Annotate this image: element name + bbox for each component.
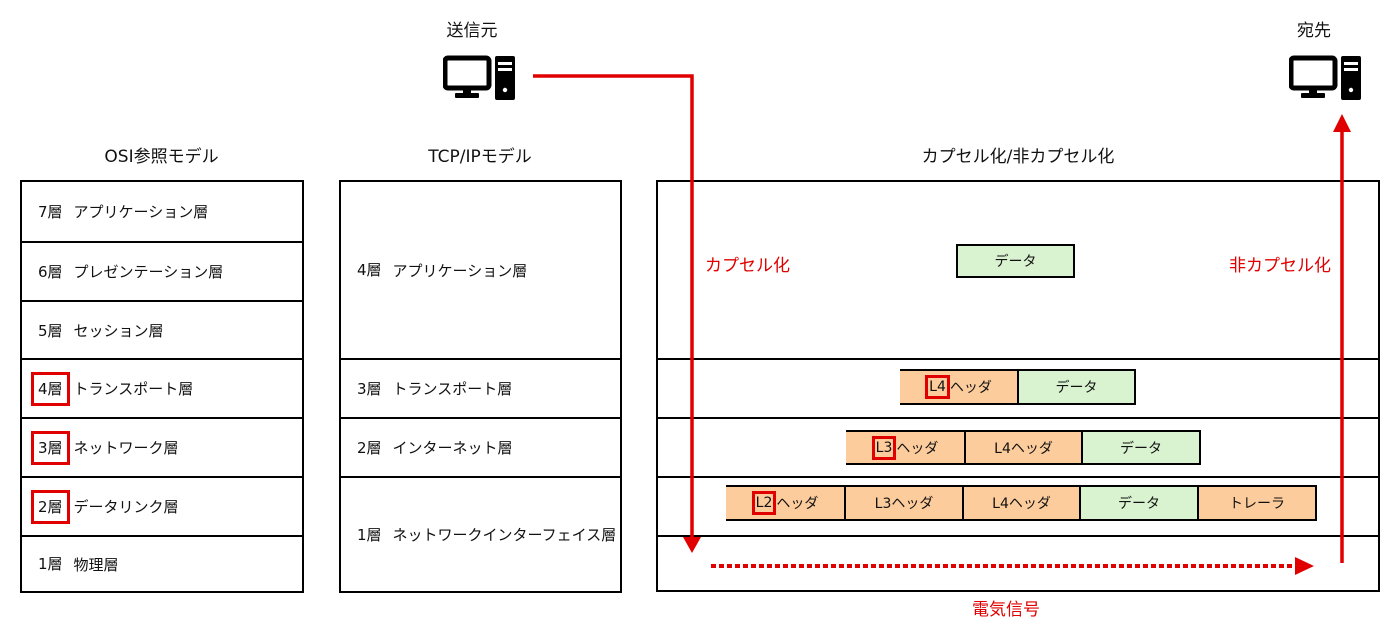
tcpip-layer-name: ネットワークインターフェイス層 [392, 526, 617, 544]
header-layer-highlight: L4 [925, 375, 950, 399]
tcpip-layer-number: 4層 [357, 261, 382, 279]
osi-layer-number-highlighted: 2層 [31, 489, 70, 524]
encap-row-internet [658, 417, 1378, 476]
encap-row-datalink [658, 476, 1378, 535]
encap-row-transport [658, 358, 1378, 417]
encapsulation-title: カプセル化/非カプセル化 [921, 147, 1115, 167]
osi-layer-name: セッション層 [73, 322, 164, 340]
osi-row-1: 1層 物理層 [22, 535, 302, 591]
tcpip-title: TCP/IPモデル [428, 147, 532, 167]
tcpip-layer-number: 2層 [357, 438, 382, 457]
segment-text: L4ヘッダ [994, 440, 1053, 457]
encapsulate-label: カプセル化 [705, 256, 790, 276]
osi-layer-name: プレゼンテーション層 [73, 263, 224, 281]
osi-row-5: 5層 セッション層 [22, 300, 302, 359]
osi-title: OSI参照モデル [104, 147, 219, 167]
osi-row-2: 2層 データリンク層 [22, 476, 302, 535]
pdu-frame-l4-header: L4ヘッダ [964, 485, 1081, 521]
segment-text: ヘッダ [776, 496, 819, 512]
osi-layer-number-highlighted: 4層 [31, 371, 70, 406]
decapsulation-arrowhead [1333, 114, 1351, 132]
destination-computer-icon [1289, 55, 1361, 100]
pdu-frame-data: データ [1081, 485, 1199, 521]
segment-text: データ [1055, 380, 1098, 396]
encap-row-physical [658, 535, 1378, 590]
segment-text: データ [994, 254, 1037, 270]
destination-label: 宛先 [1297, 21, 1331, 41]
tcpip-layer-name: トランスポート層 [392, 380, 513, 398]
tcpip-row-1: 1層 ネットワークインターフェイス層 [341, 476, 620, 591]
tcpip-row-3: 3層 トランスポート層 [341, 358, 620, 417]
source-label: 送信元 [446, 21, 498, 41]
source-computer-icon [443, 55, 515, 100]
osi-table: 7層 アプリケーション層 6層 プレゼンテーション層 5層 セッション層 4層 … [20, 180, 304, 593]
osi-row-7: 7層 アプリケーション層 [22, 182, 302, 241]
osi-row-3: 3層 ネットワーク層 [22, 417, 302, 476]
osi-layer-number: 6層 [38, 262, 63, 281]
segment-text: L4ヘッダ [992, 496, 1051, 512]
osi-layer-number: 1層 [38, 555, 63, 573]
segment-text: トレーラ [1229, 496, 1285, 512]
tcpip-layer-name: アプリケーション層 [392, 261, 528, 280]
osi-layer-number: 5層 [38, 321, 63, 340]
pdu-frame-l3-header: L3ヘッダ [846, 485, 964, 521]
segment-text: データ [1120, 440, 1162, 457]
osi-layer-number-highlighted: 3層 [31, 430, 70, 465]
pdu-app-data: データ [956, 244, 1075, 278]
osi-layer-name: データリンク層 [73, 498, 179, 516]
segment-text: ヘッダ [896, 440, 939, 457]
osi-layer-name: 物理層 [73, 555, 119, 574]
pdu-transport-data: データ [1019, 369, 1136, 405]
osi-row-4: 4層 トランスポート層 [22, 358, 302, 417]
tcpip-layer-number: 3層 [357, 379, 382, 398]
osi-layer-number: 7層 [38, 202, 63, 221]
tcpip-table: 4層 アプリケーション層 3層 トランスポート層 2層 インターネット層 1層 … [339, 180, 622, 593]
tcpip-layer-name: インターネット層 [392, 439, 513, 457]
osi-row-6: 6層 プレゼンテーション層 [22, 241, 302, 300]
header-layer-highlight: L3 [871, 435, 897, 460]
tcpip-layer-number: 1層 [357, 525, 382, 544]
tcpip-row-2: 2層 インターネット層 [341, 417, 620, 476]
electrical-signal-label: 電気信号 [972, 600, 1040, 620]
segment-text: L3ヘッダ [874, 496, 934, 512]
pdu-internet-l4-header: L4ヘッダ [966, 430, 1083, 465]
segment-text: データ [1118, 496, 1160, 512]
osi-layer-name: ネットワーク層 [73, 439, 179, 457]
osi-layer-name: アプリケーション層 [73, 203, 209, 221]
tcpip-row-4: 4層 アプリケーション層 [341, 182, 620, 358]
osi-layer-name: トランスポート層 [73, 380, 194, 398]
pdu-internet-data: データ [1083, 430, 1201, 465]
decapsulate-label: 非カプセル化 [1229, 256, 1331, 276]
segment-text: ヘッダ [949, 380, 992, 396]
header-layer-highlight: L2 [751, 491, 777, 515]
pdu-frame-trailer: トレーラ [1199, 485, 1317, 521]
